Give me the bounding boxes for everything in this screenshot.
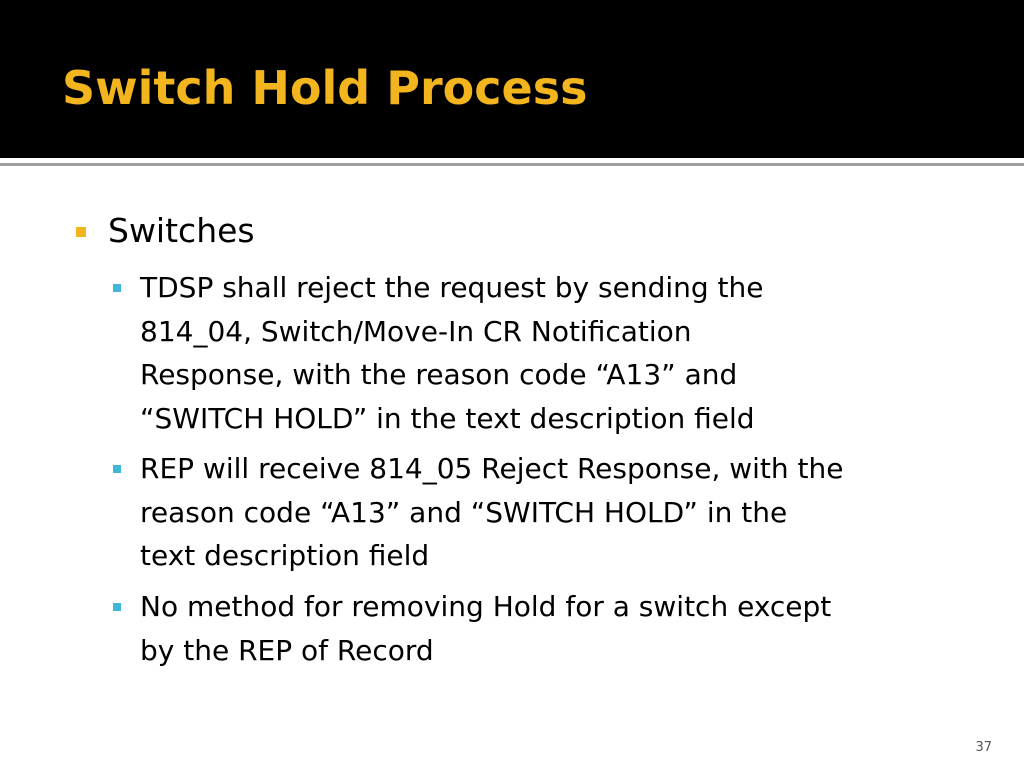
square-bullet-icon (113, 603, 121, 611)
title-bar: Switch Hold Process (0, 0, 1024, 158)
bullet-line: REP will receive 814_05 Reject Response,… (140, 452, 844, 485)
bullet-line: “SWITCH HOLD” in the text description fi… (140, 401, 755, 435)
square-bullet-icon (113, 465, 121, 473)
title-divider-white (0, 158, 1024, 162)
bullet-level1: Switches (108, 211, 255, 250)
bullet-line: 814_04, Switch/Move-In CR Notification (140, 314, 692, 348)
bullet-line: text description field (140, 539, 430, 572)
title-divider-gray (0, 163, 1024, 166)
bullet-item-2: REP will receive 814_05 Reject Response,… (140, 447, 970, 578)
slide-title: Switch Hold Process (62, 61, 588, 115)
bullet-line: reason code “A13” and “SWITCH HOLD” in t… (140, 495, 788, 529)
bullet-item-1: TDSP shall reject the request by sending… (140, 266, 970, 440)
square-bullet-icon (113, 284, 121, 292)
page-number: 37 (975, 740, 992, 755)
square-bullet-icon (76, 227, 86, 237)
bullet-line: Response, with the reason code “A13” and (140, 358, 738, 391)
bullet-line: TDSP shall reject the request by sending… (140, 271, 764, 304)
bullet-item-3: No method for removing Hold for a switch… (140, 585, 970, 672)
bullet-line: by the REP of Record (140, 633, 434, 667)
bullet-line: No method for removing Hold for a switch… (140, 590, 832, 623)
